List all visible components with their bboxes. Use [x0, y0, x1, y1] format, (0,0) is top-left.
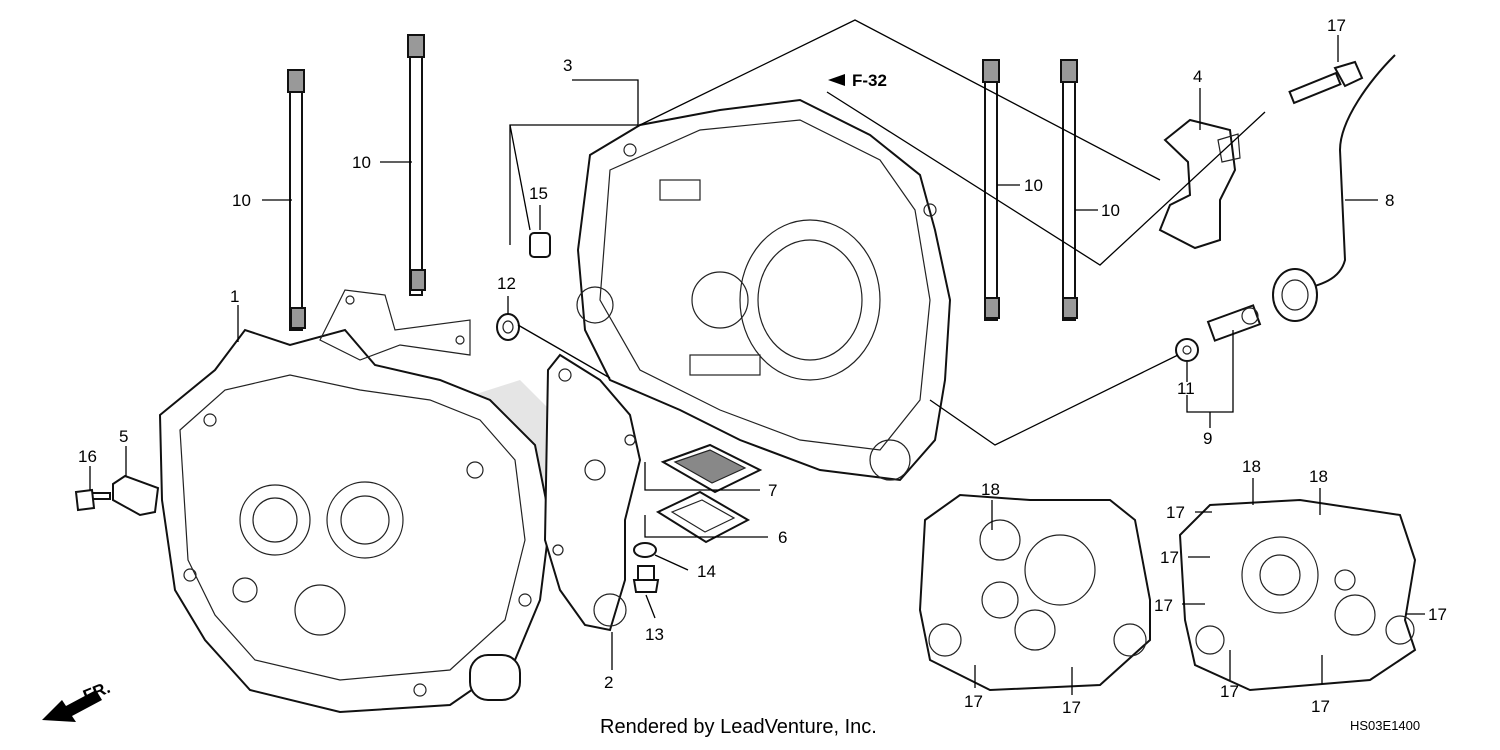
gasket-plate[interactable] — [543, 353, 642, 632]
callout-6[interactable]: 6 — [778, 528, 787, 547]
stud-bolt-left-1[interactable] — [287, 69, 306, 331]
forward-reference[interactable]: F-32 — [828, 71, 887, 90]
diagram-code: HS03E1400 — [1350, 718, 1420, 733]
callout-17-d[interactable]: 17 — [1154, 596, 1173, 615]
callout-4[interactable]: 4 — [1193, 67, 1202, 86]
oil-strainer-packing[interactable] — [655, 490, 751, 544]
left-crankcase[interactable] — [158, 328, 560, 714]
callout-10-b[interactable]: 10 — [352, 153, 371, 172]
callout-18-b[interactable]: 18 — [1242, 457, 1261, 476]
front-arrow: FR. — [42, 678, 113, 722]
flange-bolt[interactable] — [74, 488, 111, 512]
callout-10-c[interactable]: 10 — [1024, 176, 1043, 195]
oil-seal[interactable] — [496, 313, 520, 341]
callout-5[interactable]: 5 — [119, 427, 128, 446]
oil-strainer-screen[interactable] — [660, 443, 763, 494]
callout-10-d[interactable]: 10 — [1101, 201, 1120, 220]
cover-plate[interactable] — [112, 474, 160, 517]
callout-17-g[interactable]: 17 — [1062, 698, 1081, 717]
callout-17-b[interactable]: 17 — [1166, 503, 1185, 522]
drain-bolt[interactable] — [632, 565, 660, 593]
callout-9[interactable]: 9 — [1203, 429, 1212, 448]
callout-8[interactable]: 8 — [1385, 191, 1394, 210]
callouts: 1 2 3 4 5 6 7 8 9 10 10 10 10 11 12 13 1… — [78, 16, 1447, 717]
callout-10-a[interactable]: 10 — [232, 191, 251, 210]
callout-1[interactable]: 1 — [230, 287, 239, 306]
front-arrow-label: FR. — [80, 678, 113, 706]
right-crankcase[interactable] — [576, 98, 952, 482]
callout-17-f[interactable]: 17 — [964, 692, 983, 711]
callout-17-h[interactable]: 17 — [1220, 682, 1239, 701]
callout-18-a[interactable]: 18 — [981, 480, 1000, 499]
callout-15[interactable]: 15 — [529, 184, 548, 203]
callout-14[interactable]: 14 — [697, 562, 716, 581]
bracket-bolt[interactable] — [1288, 60, 1364, 105]
switch-wire[interactable] — [1272, 54, 1396, 322]
stud-bolt-left-2[interactable] — [407, 34, 426, 296]
callout-12[interactable]: 12 — [497, 274, 516, 293]
crankcase-view-left[interactable] — [918, 493, 1151, 692]
sealing-washer[interactable] — [633, 542, 657, 558]
stud-bolt-right-2[interactable] — [1060, 59, 1078, 321]
crankcase-view-right[interactable] — [1178, 498, 1417, 692]
callout-3[interactable]: 3 — [563, 56, 572, 75]
callout-17-i[interactable]: 17 — [1311, 697, 1330, 716]
callout-11[interactable]: 11 — [1177, 379, 1195, 398]
callout-18-c[interactable]: 18 — [1309, 467, 1328, 486]
callout-2[interactable]: 2 — [604, 673, 613, 692]
callout-17-a[interactable]: 17 — [1327, 16, 1346, 35]
dowel-pin[interactable] — [529, 232, 551, 258]
stud-bolt-right-1[interactable] — [982, 59, 1000, 321]
render-credit: Rendered by LeadVenture, Inc. — [600, 716, 877, 738]
callout-7[interactable]: 7 — [768, 481, 777, 500]
callout-16[interactable]: 16 — [78, 447, 97, 466]
callout-17-e[interactable]: 17 — [1428, 605, 1447, 624]
oil-pressure-switch[interactable] — [1206, 304, 1262, 342]
crankcase-gasket-top[interactable] — [319, 289, 471, 361]
forward-reference-label: F-32 — [852, 71, 887, 90]
sealing-washer-small[interactable] — [1175, 338, 1199, 362]
callout-17-c[interactable]: 17 — [1160, 548, 1179, 567]
callout-13[interactable]: 13 — [645, 625, 664, 644]
cable-bracket[interactable] — [1158, 118, 1241, 250]
leader-lines — [89, 19, 1425, 695]
